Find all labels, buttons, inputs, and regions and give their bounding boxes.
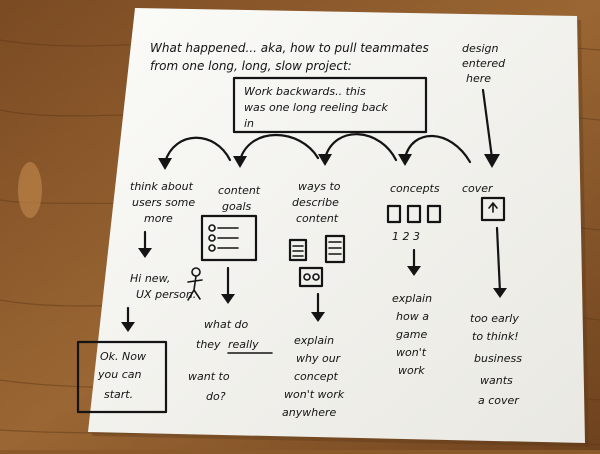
design-note-line-1: design [462,42,499,55]
napkin [88,8,585,443]
cover-line-4: wants [480,374,513,387]
content-blocks-sketch [288,234,346,288]
cover-line-3: business [474,352,522,365]
stage-2-title-1: content [218,184,261,197]
stage-1-arrow-head [138,248,152,258]
start-box-line-2: you can [97,368,141,381]
concepts-line-1: explain [392,292,432,305]
wood-knot [18,162,42,218]
stage-5-arrow [495,226,502,294]
content-goals-emphasis: really [228,338,259,351]
list-icon [208,224,239,252]
stage-1-title-2: users some [132,196,195,209]
content-goals-line-4: do? [206,390,226,403]
stage-1-title-1: think about [130,180,194,193]
content-goals-sketch [200,214,258,262]
concept-boards-sketch [386,204,442,224]
design-arrow-head [484,154,500,168]
stage-3-title-2: describe [292,196,339,209]
summary-line-2: was one long reeling back [244,101,389,114]
summary-box [232,76,428,134]
stage-3-title-3: content [296,212,339,225]
concepts-line-4: won't [396,346,427,359]
concepts-line-5: work [398,364,425,377]
concept-numbers: 1 2 3 [392,230,420,243]
start-box [76,340,168,414]
describe-line-2: why our [296,352,342,365]
backward-arrows [158,133,472,170]
describe-line-4: won't work [284,388,345,401]
design-note-line-3: here [466,72,491,85]
up-arrow-icon [488,202,498,213]
cover-line-2: to think! [472,330,519,343]
header-line-2: from one long, long, slow project: [150,59,352,73]
describe-line-3: concept [294,370,339,383]
content-goals-line-1: what do [204,318,249,331]
stick-figure-icon [187,267,203,301]
design-note-line-2: entered [462,57,506,70]
persona-greeting-2: UX person. [136,288,196,301]
stage-3-arrow-head [311,312,325,322]
stage-5-arrow-head [493,288,507,298]
start-box-line-3: start. [104,388,133,401]
describe-line-5: anywhere [282,406,336,419]
summary-line-3: in [244,117,254,130]
header-line-1: What happened... aka, how to pull teamma… [150,41,429,55]
content-goals-line-2: they [196,338,221,351]
start-box-line-1: Ok. Now [100,350,146,363]
stage-1-arrow-2-head [121,322,135,332]
design-arrow-line [481,88,494,160]
summary-line-1: Work backwards.. this [244,85,366,98]
content-goals-line-3: want to [188,370,230,383]
concepts-line-2: how a [396,310,429,323]
cover-line-5: a cover [478,394,520,407]
describe-line-1: explain [294,334,334,347]
stage-2-title-2: goals [222,200,252,213]
stage-4-arrow-head [407,266,421,276]
stage-2-arrow-head [221,294,235,304]
concepts-line-3: game [396,328,427,341]
persona-greeting-1: Hi new, [130,272,170,285]
stage-1-title-3: more [144,212,173,225]
stage-5-title: cover [462,182,494,195]
stage-4-title: concepts [390,182,440,195]
stage-3-title-1: ways to [298,180,341,193]
cover-sketch [480,196,506,222]
cover-line-1: too early [470,312,519,325]
